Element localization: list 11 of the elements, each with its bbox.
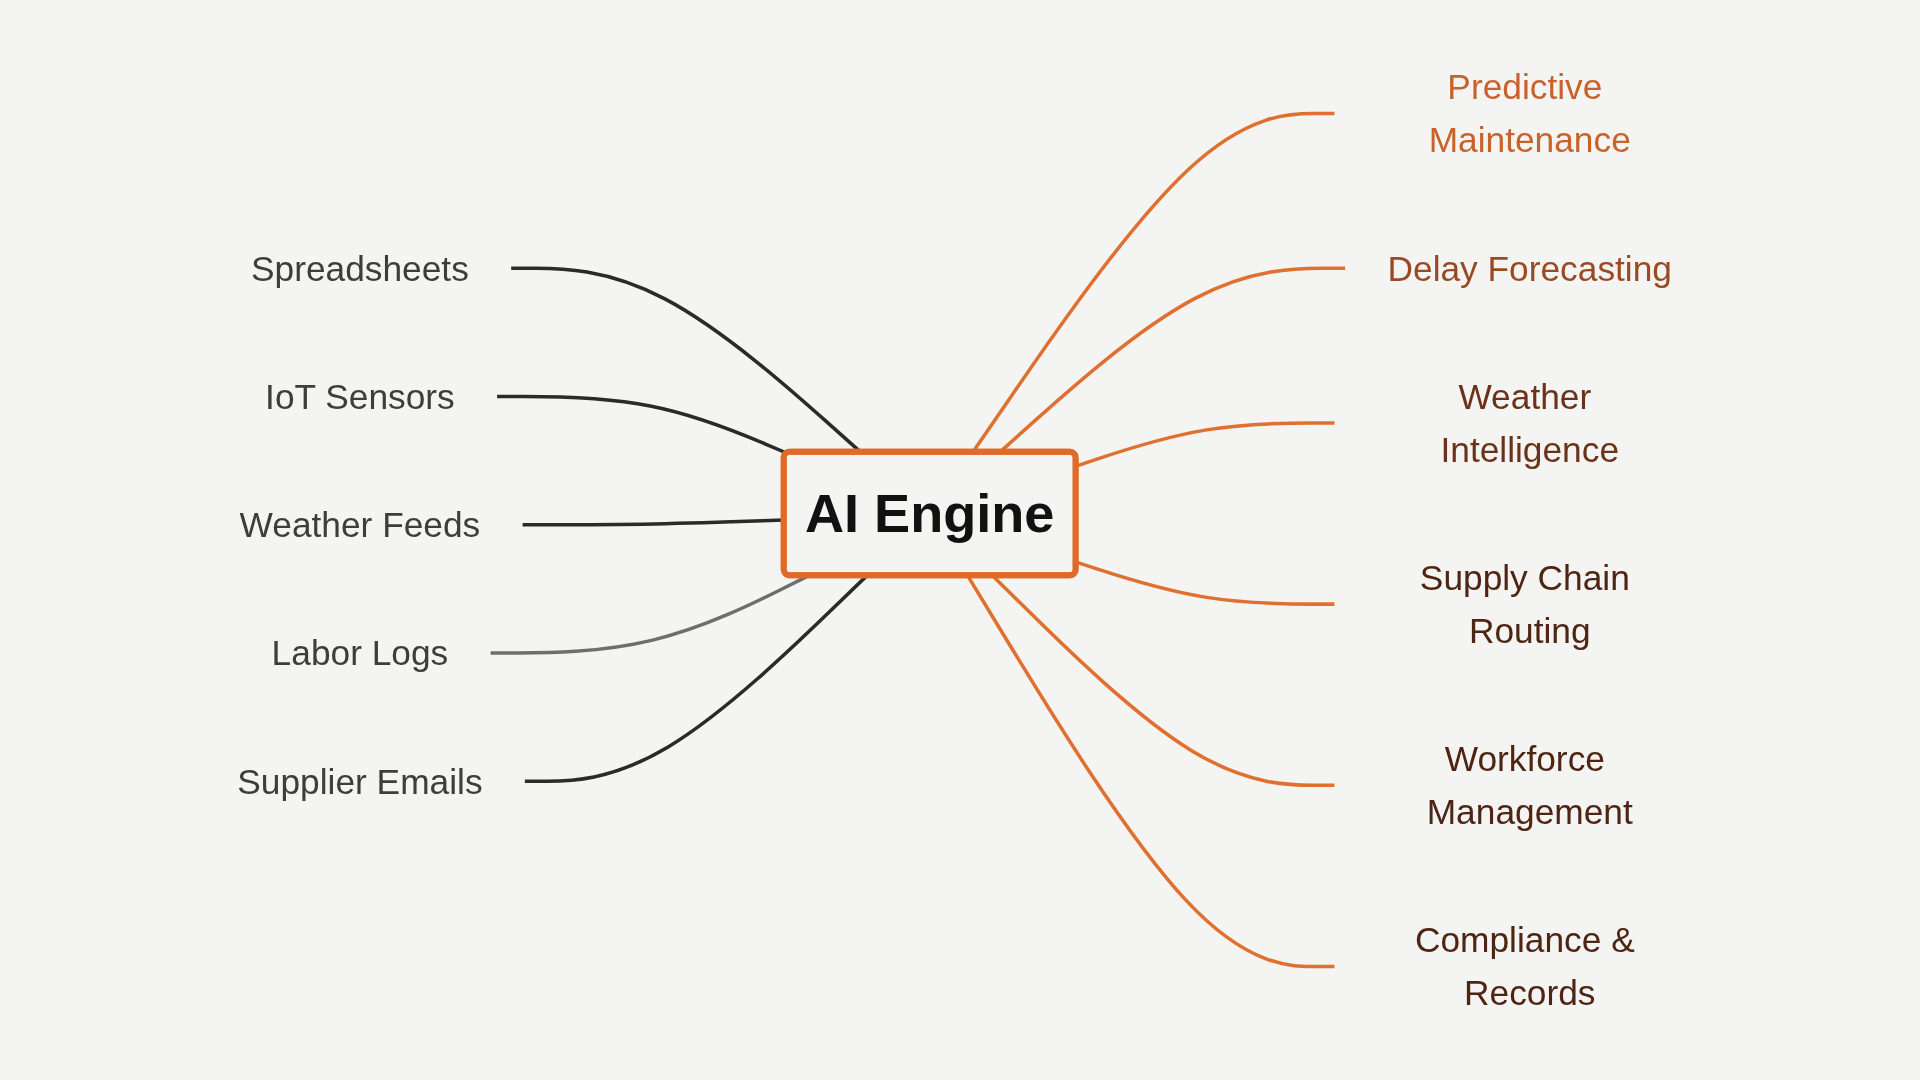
node-text: Delay Forecasting — [1387, 248, 1672, 288]
node-text: Weather Feeds — [239, 505, 481, 545]
node-text: IoT Sensors — [265, 377, 455, 416]
node-text: Supplier Emails — [237, 761, 483, 801]
node-text: Workforce Management — [1426, 739, 1633, 832]
node-text: Weather Intelligence — [1440, 377, 1620, 469]
node-text: Labor Logs — [271, 633, 449, 673]
node-text: Compliance & Records — [1414, 920, 1635, 1013]
node-text: Supply Chain Routing — [1419, 558, 1630, 650]
node-text: Spreadsheets — [251, 248, 469, 288]
node-text: Predictive Maintenance — [1428, 67, 1631, 160]
